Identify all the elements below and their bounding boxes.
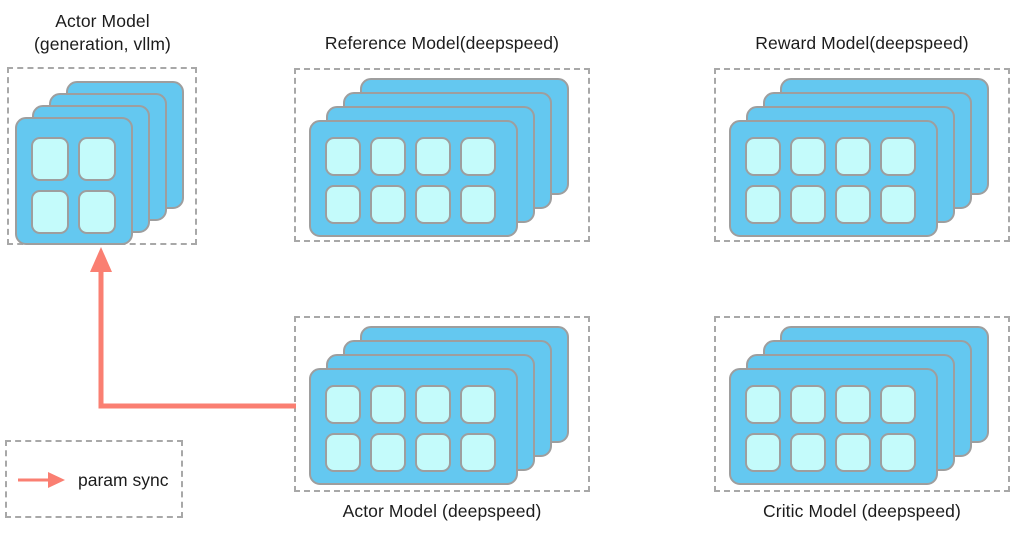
card-reference-1[interactable] <box>309 120 518 237</box>
param-sync-arrowhead-icon <box>90 247 112 272</box>
card-cell <box>880 185 916 224</box>
card-actor-vllm-1[interactable] <box>15 117 133 245</box>
card-cell-grid <box>745 137 916 224</box>
card-cell <box>325 433 361 472</box>
card-cell <box>835 185 871 224</box>
card-cell <box>460 137 496 176</box>
card-cell <box>745 433 781 472</box>
card-cell <box>790 433 826 472</box>
card-cell <box>31 190 69 234</box>
group-reward[interactable] <box>714 68 1010 242</box>
card-actor-deepspeed-1[interactable] <box>309 368 518 485</box>
group-title-reward: Reward Model(deepspeed) <box>755 33 969 53</box>
card-cell <box>31 137 69 181</box>
param-sync-line <box>98 266 296 409</box>
legend-box: param sync <box>5 440 183 518</box>
card-cell <box>745 137 781 176</box>
card-cell <box>78 137 116 181</box>
card-cell <box>745 185 781 224</box>
legend-arrow-icon <box>18 472 65 488</box>
group-critic[interactable] <box>714 316 1010 492</box>
card-cell <box>370 185 406 224</box>
card-cell <box>370 385 406 424</box>
card-cell <box>370 433 406 472</box>
card-cell <box>415 385 451 424</box>
card-cell <box>835 385 871 424</box>
card-cell-grid <box>745 385 916 472</box>
group-title-critic: Critic Model (deepspeed) <box>763 501 961 521</box>
card-cell <box>835 433 871 472</box>
card-cell <box>790 385 826 424</box>
group-actor-deepspeed[interactable] <box>294 316 590 492</box>
card-critic-1[interactable] <box>729 368 938 485</box>
card-cell <box>880 433 916 472</box>
card-cell <box>460 185 496 224</box>
card-cell <box>415 433 451 472</box>
group-title-actor-deepspeed: Actor Model (deepspeed) <box>342 501 542 521</box>
card-cell <box>880 385 916 424</box>
card-cell <box>325 185 361 224</box>
card-cell-grid <box>325 385 496 472</box>
card-cell <box>78 190 116 234</box>
card-cell <box>460 385 496 424</box>
card-reward-1[interactable] <box>729 120 938 237</box>
card-cell <box>325 137 361 176</box>
card-cell <box>880 137 916 176</box>
card-cell <box>325 385 361 424</box>
card-cell <box>460 433 496 472</box>
group-title-reference: Reference Model(deepspeed) <box>324 33 560 53</box>
group-reference[interactable] <box>294 68 590 242</box>
card-cell-grid <box>325 137 496 224</box>
legend-item-param-sync[interactable]: param sync <box>17 470 168 490</box>
card-cell <box>835 137 871 176</box>
card-cell <box>745 385 781 424</box>
group-title-actor-vllm: Actor Model (generation, vllm) <box>34 11 171 54</box>
card-cell <box>415 185 451 224</box>
card-cell <box>790 137 826 176</box>
card-cell <box>790 185 826 224</box>
legend-label-param-sync: param sync <box>78 470 169 490</box>
group-actor-vllm[interactable] <box>7 67 197 245</box>
card-cell-grid <box>31 137 116 234</box>
card-cell <box>370 137 406 176</box>
card-cell <box>415 137 451 176</box>
